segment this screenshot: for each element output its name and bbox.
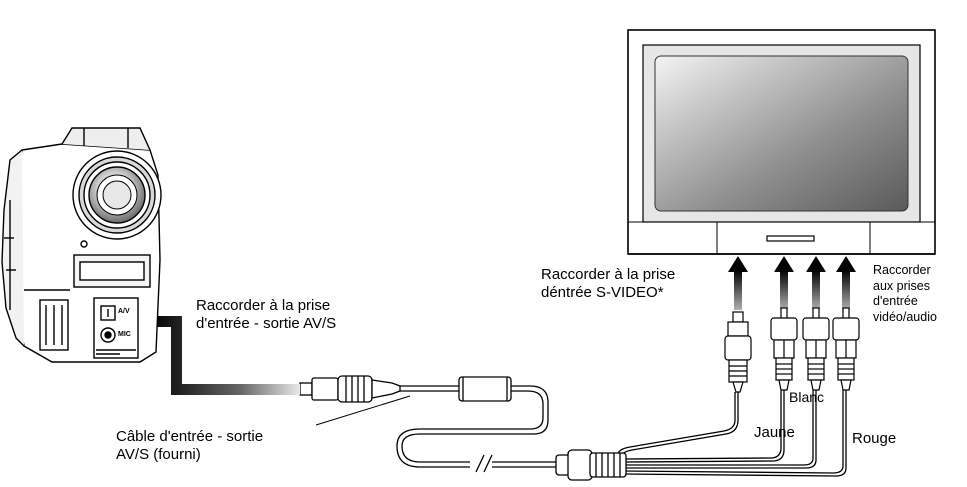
svideo-label-line1: Raccorder à la prise (541, 266, 676, 283)
av-jack-label: A/V (118, 308, 130, 315)
red-plug-label: Rouge (852, 430, 897, 447)
input-arrows (728, 256, 856, 310)
svideo-label-line2: déntrée S-VIDEO* (541, 284, 664, 301)
svideo-arrow (728, 256, 748, 310)
av-inputs-label-line2: aux prises (873, 278, 930, 293)
audio-right-arrow (836, 256, 856, 310)
television (627, 29, 936, 255)
yellow-plug-label: Jaune (754, 424, 795, 441)
rca-plug-red (832, 307, 860, 391)
tv-plugs (724, 307, 860, 393)
av-inputs-label-line4: vidéo/audio (873, 309, 937, 324)
white-plug-label: Blanc (789, 389, 825, 405)
cable-splitter (555, 449, 627, 481)
mic-jack-label: MIC (118, 331, 131, 338)
svideo-label: Raccorder à la prise déntrée S-VIDEO* (541, 266, 675, 302)
cable-label-line1: Câble d'entrée - sortie (116, 428, 264, 445)
camcorder-port-label: Raccorder à la prise d'entrée - sortie A… (196, 297, 336, 333)
camcorder-port-label-line2: d'entrée - sortie AV/S (196, 315, 337, 332)
rca-plug-yellow (770, 307, 798, 391)
video-arrow (774, 256, 794, 310)
av-inputs-label-line3: d'entrée (873, 294, 918, 309)
av-inputs-label: Raccorder aux prises d'entrée vidéo/audi… (873, 263, 937, 326)
rca-plug-white (802, 307, 830, 391)
audio-left-arrow (806, 256, 826, 310)
svideo-plug (724, 311, 752, 393)
cable-label-line2: AV/S (fourni) (116, 446, 201, 463)
cable-leader-line (315, 395, 411, 426)
camcorder-port-label-line1: Raccorder à la prise (196, 297, 331, 314)
tv-screen (654, 55, 909, 212)
camcorder-plug (299, 375, 401, 403)
cable-label: Câble d'entrée - sortie AV/S (fourni) (116, 428, 263, 464)
camcorder (1, 127, 162, 363)
cable-break-marks (474, 454, 493, 473)
av-inputs-label-line1: Raccorder (873, 263, 931, 277)
tv-front-slot (766, 235, 815, 242)
cables (396, 385, 847, 477)
ferrite-core (458, 376, 512, 402)
